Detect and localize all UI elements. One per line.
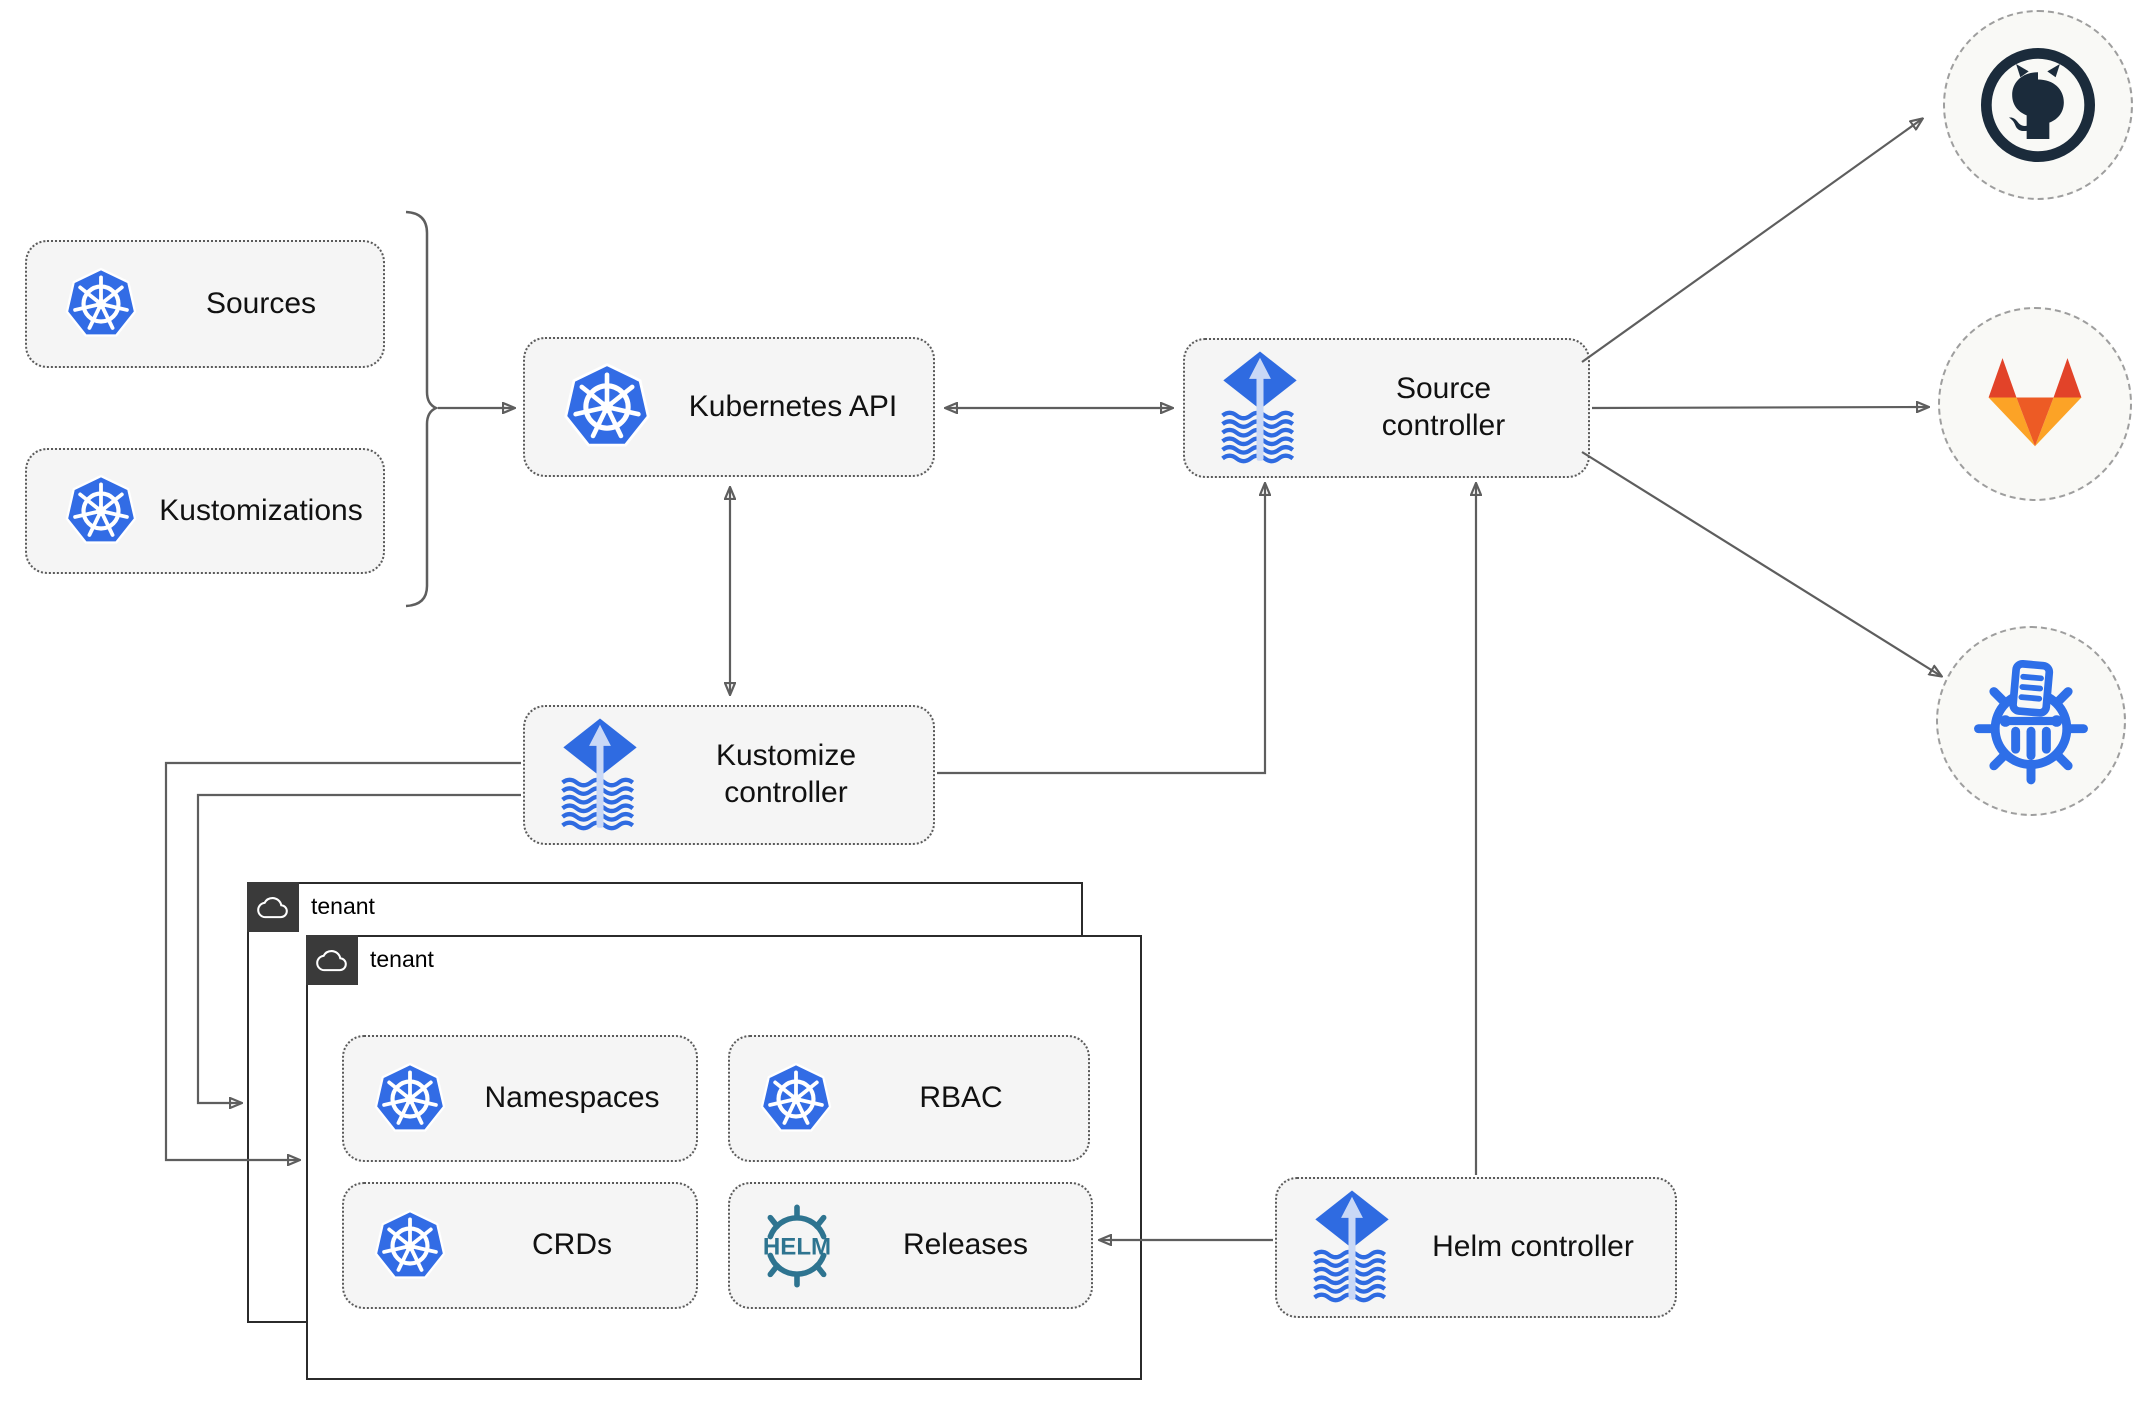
flux-icon	[561, 717, 639, 834]
kubernetes-icon	[372, 1061, 448, 1137]
node-namespaces: Namespaces	[342, 1035, 698, 1162]
node-kustomize-controller: Kustomize controller	[523, 705, 935, 845]
node-label: RBAC	[919, 1081, 1003, 1115]
kubernetes-icon	[561, 361, 653, 453]
flux-icon	[1221, 350, 1299, 467]
node-releases: HELM Releases	[728, 1182, 1093, 1309]
tenant-label: tenant	[370, 946, 434, 972]
node-label: Helm controller	[1432, 1230, 1634, 1264]
node-rbac: RBAC	[728, 1035, 1090, 1162]
node-label: CRDs	[532, 1228, 612, 1262]
node-kubernetes-api: Kubernetes API	[523, 337, 935, 477]
hub-registry	[1936, 626, 2126, 816]
hub-gitlab	[1938, 307, 2132, 501]
tenant-tab	[305, 934, 358, 985]
tenant-label: tenant	[311, 893, 375, 919]
node-label: Releases	[902, 1228, 1029, 1262]
node-label: Kustomize controller	[715, 739, 857, 809]
edge-kustomize-to-source-controller	[937, 484, 1265, 775]
flux-icon	[1313, 1189, 1391, 1306]
helm-logo-text: HELM	[763, 1233, 831, 1260]
tenant-tab	[246, 881, 299, 932]
edge-source-controller-to-registry	[1581, 451, 1941, 676]
gitlab-icon	[1988, 357, 2082, 446]
node-sources: Sources	[25, 240, 385, 368]
cloud-icon	[257, 895, 288, 919]
edge-source-controller-to-github	[1581, 119, 1922, 363]
edge-source-controller-to-gitlab	[1591, 407, 1928, 408]
hub-github	[1943, 10, 2133, 200]
node-label: Kustomizations	[159, 493, 363, 527]
node-label: Namespaces	[484, 1081, 660, 1115]
node-label: Source controller	[1381, 372, 1506, 442]
oci-registry-icon	[1974, 660, 2088, 785]
helm-icon: HELM	[763, 1204, 831, 1287]
kubernetes-icon	[758, 1061, 834, 1137]
node-helm-controller: Helm controller	[1275, 1177, 1677, 1318]
node-crds: CRDs	[342, 1182, 698, 1309]
node-label: Kubernetes API	[688, 389, 898, 423]
kubernetes-icon	[63, 266, 139, 342]
github-icon	[1980, 47, 2096, 163]
kubernetes-icon	[372, 1208, 448, 1284]
node-kustomizations: Kustomizations	[25, 448, 385, 574]
node-source-controller: Source controller	[1183, 338, 1590, 478]
brace-sources-group	[405, 210, 440, 608]
node-label: Sources	[205, 286, 317, 320]
kubernetes-icon	[63, 473, 139, 549]
cloud-icon	[316, 948, 347, 972]
